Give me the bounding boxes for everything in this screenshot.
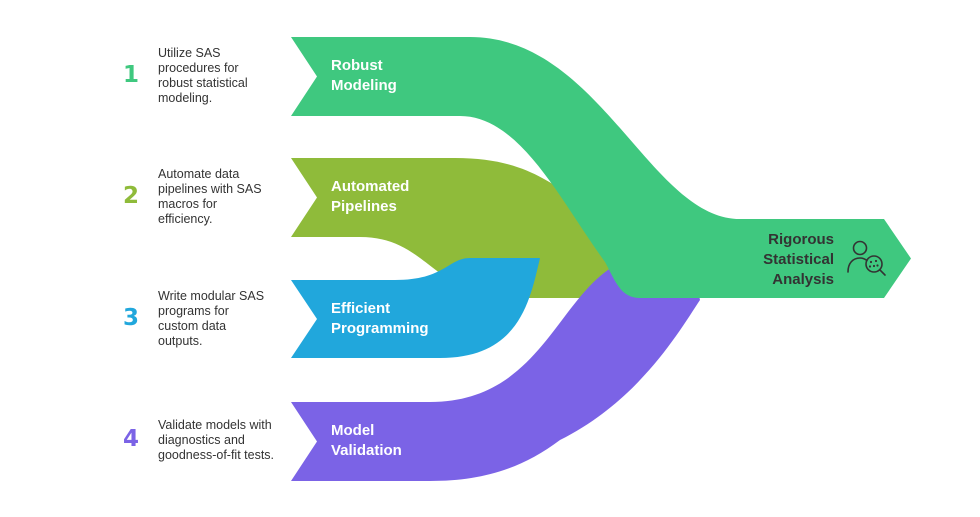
band-robust-modeling: [291, 37, 911, 298]
band-efficient-programming: [291, 258, 540, 358]
person-magnifier-icon: [847, 240, 886, 276]
band-automated-pipelines: [291, 158, 640, 298]
step-number-1: 1: [122, 62, 139, 88]
step-number-2: 2: [122, 183, 139, 209]
step-number-4: 4: [122, 426, 139, 452]
step-number-3: 3: [122, 305, 139, 331]
band-model-validation: [291, 255, 700, 481]
